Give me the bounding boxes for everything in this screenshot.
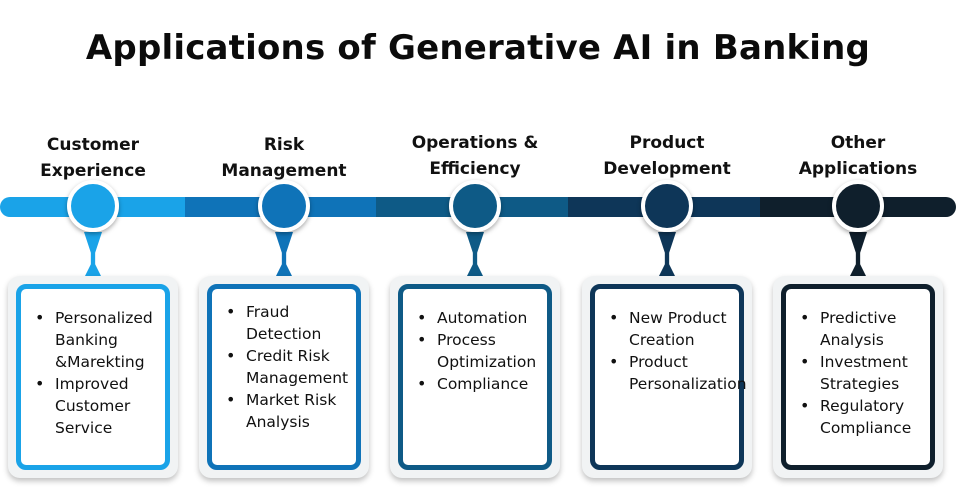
connector-stem bbox=[849, 232, 867, 278]
bullet-list: Personalized Banking &Marekting Improved… bbox=[33, 307, 165, 439]
column-heading: Other Applications bbox=[798, 133, 918, 179]
info-card-border: Fraud Detection Credit Risk Management M… bbox=[207, 284, 361, 470]
list-item: Market Risk Analysis bbox=[224, 389, 356, 433]
list-item: Investment Strategies bbox=[798, 351, 930, 395]
list-item: Improved Customer Service bbox=[33, 373, 165, 439]
list-item: New Product Creation bbox=[607, 307, 739, 351]
list-item: Credit Risk Management bbox=[224, 345, 356, 389]
column-heading: Product Development bbox=[603, 133, 731, 179]
bullet-list: Fraud Detection Credit Risk Management M… bbox=[224, 301, 356, 433]
bullet-list: Predictive Analysis Investment Strategie… bbox=[798, 307, 930, 439]
timeline-node bbox=[641, 180, 693, 232]
column-other-applications: Other Applications Predictive Analysis I… bbox=[773, 0, 943, 500]
column-heading: Customer Experience bbox=[40, 135, 146, 181]
column-customer-experience: Customer Experience Personalized Banking… bbox=[8, 0, 178, 500]
info-card: Predictive Analysis Investment Strategie… bbox=[773, 276, 943, 478]
info-card-border: Automation Process Optimization Complian… bbox=[398, 284, 552, 470]
info-card: New Product Creation Product Personaliza… bbox=[582, 276, 752, 478]
timeline-node bbox=[67, 180, 119, 232]
connector-stem bbox=[275, 232, 293, 278]
bullet-list: New Product Creation Product Personaliza… bbox=[607, 307, 747, 395]
bullet-list: Automation Process Optimization Complian… bbox=[415, 307, 547, 395]
list-item: Fraud Detection bbox=[224, 301, 356, 345]
list-item: Regulatory Compliance bbox=[798, 395, 930, 439]
connector-stem bbox=[658, 232, 676, 278]
connector-stem bbox=[466, 232, 484, 278]
info-card: Fraud Detection Credit Risk Management M… bbox=[199, 276, 369, 478]
info-card-border: New Product Creation Product Personaliza… bbox=[590, 284, 747, 470]
column-risk-management: Risk Management Fraud Detection Credit R… bbox=[199, 0, 369, 500]
list-item: Product Personalization bbox=[607, 351, 747, 395]
info-card: Personalized Banking &Marekting Improved… bbox=[8, 276, 178, 478]
info-card-border: Personalized Banking &Marekting Improved… bbox=[16, 284, 170, 470]
connector-stem bbox=[84, 232, 102, 278]
info-card-border: Predictive Analysis Investment Strategie… bbox=[781, 284, 935, 470]
timeline-node bbox=[449, 180, 501, 232]
list-item: Automation bbox=[415, 307, 547, 329]
list-item: Compliance bbox=[415, 373, 547, 395]
column-heading: Operations & Efficiency bbox=[411, 133, 539, 179]
column-operations-efficiency: Operations & Efficiency Automation Proce… bbox=[390, 0, 560, 500]
column-heading: Risk Management bbox=[221, 135, 347, 181]
list-item: Predictive Analysis bbox=[798, 307, 930, 351]
column-product-development: Product Development New Product Creation… bbox=[582, 0, 752, 500]
info-card: Automation Process Optimization Complian… bbox=[390, 276, 560, 478]
timeline-node bbox=[258, 180, 310, 232]
timeline-node bbox=[832, 180, 884, 232]
list-item: Personalized Banking &Marekting bbox=[33, 307, 165, 373]
page-title: Applications of Generative AI in Banking bbox=[85, 28, 871, 68]
list-item: Process Optimization bbox=[415, 329, 547, 373]
